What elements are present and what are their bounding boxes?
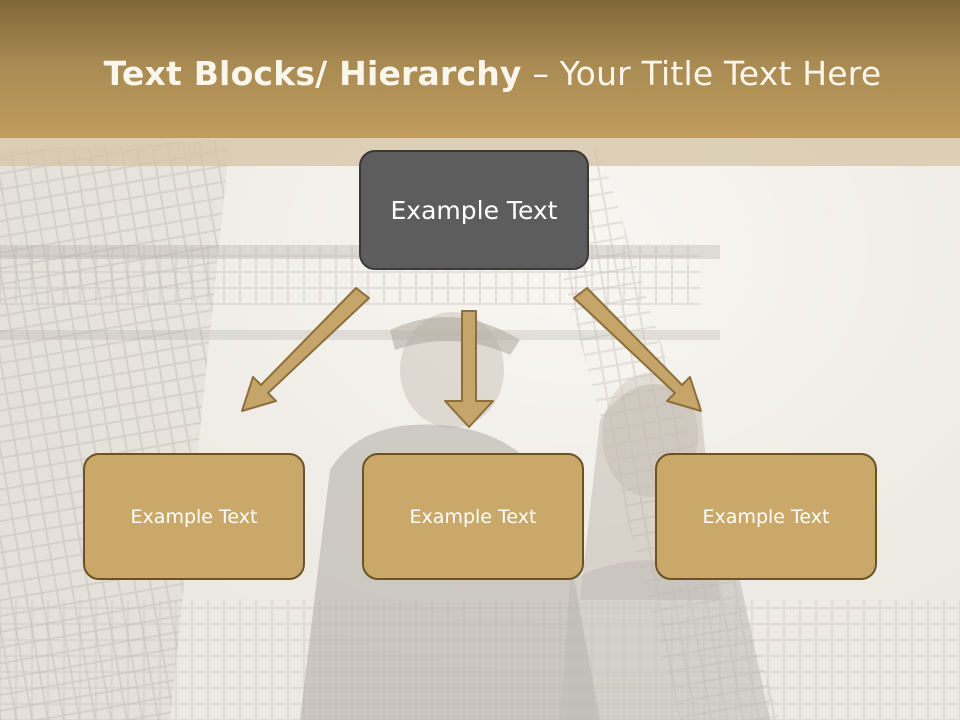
title-bar bbox=[0, 0, 960, 138]
child-text-block-3[interactable]: Example Text bbox=[655, 453, 877, 580]
slide-title: Text Blocks/ Hierarchy – Your Title Text… bbox=[0, 54, 960, 93]
top-text-block[interactable]: Example Text bbox=[359, 150, 589, 270]
child-text-block-label: Example Text bbox=[702, 505, 830, 528]
child-text-block-label: Example Text bbox=[130, 505, 258, 528]
title-rest-part: – Your Title Text Here bbox=[521, 54, 882, 93]
child-text-block-label: Example Text bbox=[409, 505, 537, 528]
child-text-block-1[interactable]: Example Text bbox=[83, 453, 305, 580]
title-bold-part: Text Blocks/ Hierarchy bbox=[103, 54, 522, 93]
child-text-block-2[interactable]: Example Text bbox=[362, 453, 584, 580]
top-text-block-label: Example Text bbox=[390, 195, 558, 225]
